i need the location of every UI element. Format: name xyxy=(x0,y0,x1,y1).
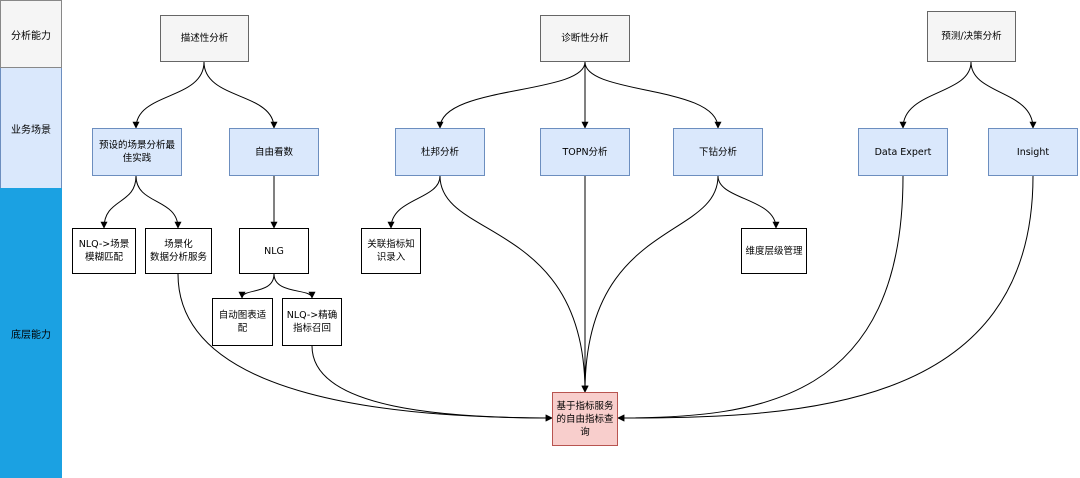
edge-diag-drill xyxy=(584,61,722,129)
node-drilldown-analysis: 下钻分析 xyxy=(673,128,763,176)
node-related-metric-knowledge-entry: 关联指标知识录入 xyxy=(361,228,421,274)
node-topn-analysis: TOPN分析 xyxy=(540,128,630,176)
node-dupont-analysis: 杜邦分析 xyxy=(395,128,485,176)
node-nlq-precise-metric-recall: NLQ->精确指标召回 xyxy=(282,298,342,346)
edge-nlg-nlqrecall xyxy=(273,273,316,299)
edge-drill-dimlevel xyxy=(717,175,780,229)
edge-diag-dupont xyxy=(436,61,586,129)
node-label: 杜邦分析 xyxy=(420,146,459,158)
node-label: NLG xyxy=(264,245,284,257)
node-label: TOPN分析 xyxy=(562,146,608,158)
band-label-base: 底层能力 xyxy=(11,329,51,341)
edge-insight-query xyxy=(617,175,1034,422)
node-preset-scenario-best-practice: 预设的场景分析最佳实践 xyxy=(92,128,182,176)
edge-nlg-autochart xyxy=(238,273,275,299)
node-label: NLQ->精确指标召回 xyxy=(286,310,338,334)
node-label: 描述性分析 xyxy=(180,33,229,44)
node-insight: Insight xyxy=(988,128,1078,176)
edge-dataexpert-query xyxy=(617,175,904,422)
node-auto-chart-adaptation: 自动图表适配 xyxy=(212,298,273,346)
edge-pred-dataexpert xyxy=(899,61,972,129)
node-nlg: NLG xyxy=(239,228,309,274)
edge-preset-scenesvc xyxy=(135,175,182,229)
node-label: Data Expert xyxy=(874,146,932,158)
node-nlq-scenario-fuzzy-match: NLQ->场景模糊匹配 xyxy=(72,228,136,274)
node-label: 自动图表适配 xyxy=(218,310,267,334)
band-analysis-capability: 分析能力 xyxy=(0,0,62,68)
edge-desc-preset xyxy=(132,61,205,129)
node-descriptive-analysis: 描述性分析 xyxy=(160,15,249,62)
node-data-expert: Data Expert xyxy=(858,128,948,176)
edge-nlqrecall-query xyxy=(311,345,553,422)
node-predictive-analysis: 预测/决策分析 xyxy=(927,11,1016,62)
band-label-business: 业务场景 xyxy=(11,124,51,136)
node-label: 预测/决策分析 xyxy=(941,31,1002,42)
node-label: 预设的场景分析最佳实践 xyxy=(98,140,175,164)
node-label: 关联指标知识录入 xyxy=(367,239,415,263)
node-label: NLQ->场景模糊匹配 xyxy=(78,239,130,263)
node-scenario-data-analysis-service: 场景化 数据分析服务 xyxy=(145,228,212,274)
edge-scenesvc-query xyxy=(177,273,553,422)
node-label: 基于指标服务的自由指标查询 xyxy=(556,400,614,438)
edge-preset-nlqmatch xyxy=(100,175,137,229)
node-metric-service-free-query: 基于指标服务的自由指标查询 xyxy=(552,392,618,446)
node-label: 下钻分析 xyxy=(698,146,737,158)
band-base-capability: 底层能力 xyxy=(0,188,62,478)
node-diagnostic-analysis: 诊断性分析 xyxy=(540,15,630,62)
band-label-analysis: 分析能力 xyxy=(11,30,51,42)
node-label: 场景化 数据分析服务 xyxy=(149,239,207,263)
band-business-scenario: 业务场景 xyxy=(0,68,62,188)
node-label: Insight xyxy=(1016,146,1050,158)
edge-desc-free xyxy=(203,61,278,129)
edge-drill-query xyxy=(581,175,719,393)
edge-pred-insight xyxy=(970,61,1037,129)
node-free-browse: 自由看数 xyxy=(229,128,319,176)
node-label: 自由看数 xyxy=(254,146,293,158)
node-label: 诊断性分析 xyxy=(561,33,609,44)
edge-dupont-knowledge xyxy=(387,175,441,229)
node-label: 维度层级管理 xyxy=(745,245,803,257)
node-dimension-hierarchy-management: 维度层级管理 xyxy=(741,228,807,274)
edge-dupont-query xyxy=(439,175,589,393)
